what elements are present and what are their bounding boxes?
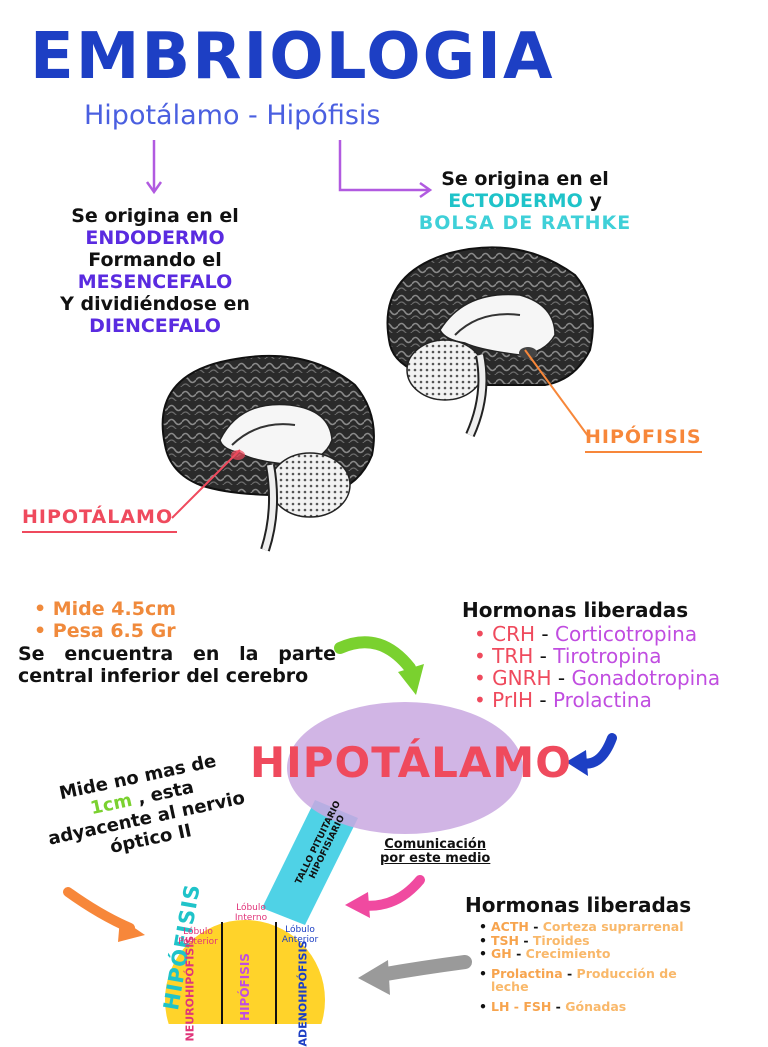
right-elbow-arrow (338, 140, 428, 192)
page-subtitle: Hipotálamo - Hipófisis (84, 100, 381, 131)
brain-illustration-left (161, 354, 375, 552)
list-item: ACTH - Corteza suprarrenal (479, 920, 695, 934)
hipotalamo-location: Se encuentra en la parte central inferio… (18, 643, 336, 687)
right-origin-text: Se origina en el ECTODERMO y BOLSA DE RA… (418, 168, 632, 234)
list-item: • CRH - Corticotropina (474, 622, 698, 646)
list-item: Prolactina - Producción de leche (479, 966, 695, 994)
list-item: GH - Crecimiento (479, 947, 695, 961)
neurohipofisis-label: NEUROHIPÓFISIS (183, 935, 197, 1042)
list-item: TSH - Tiroides (479, 933, 695, 948)
hipofisis-label: HIPÓFISIS (585, 426, 702, 453)
central-title: HIPOTÁLAMO (250, 738, 572, 787)
hipotalamo-label: HIPOTÁLAMO (22, 506, 177, 533)
left-origin-text: Se origina en el ENDODERMO Formando el M… (60, 205, 250, 337)
list-item: • GNRH - Gonadotropina (474, 666, 721, 690)
communication-label: Comunicación por este medio (380, 837, 491, 866)
brain-illustration-right (386, 246, 594, 438)
page-title: EMBRIOLOGIA (30, 20, 555, 94)
hipotalamo-hormones: Hormonas liberadas • CRH - Corticotropin… (462, 598, 762, 711)
lobulo-posterior: Lóbulo Posterior (178, 927, 218, 947)
adenohipofisis-label: ADENOHIPÓFISIS (296, 940, 310, 1047)
hipofisis-hormones: Hormonas liberadas ACTH - Corteza suprar… (465, 893, 695, 1013)
list-item: LH - FSH - Gónadas (479, 999, 695, 1014)
fact-size: • Mide 4.5cm (34, 598, 177, 620)
list-item: • PrIH - Prolactina (474, 688, 652, 712)
hipotalamo-facts: • Mide 4.5cm • Pesa 6.5 Gr (34, 598, 344, 642)
lobulo-interno: Lóbulo Interno (234, 903, 268, 923)
subtitle-arrows (145, 140, 433, 199)
list-item: • TRH - Tirotropina (474, 644, 662, 668)
diagram-graphics (63, 636, 617, 1024)
label-pointers (171, 349, 589, 519)
lobulo-anterior: Lóbulo Anterior (281, 925, 319, 945)
fact-weight: • Pesa 6.5 Gr (34, 620, 176, 642)
hipofisis-middle-label: HIPÓFISIS (238, 953, 252, 1021)
